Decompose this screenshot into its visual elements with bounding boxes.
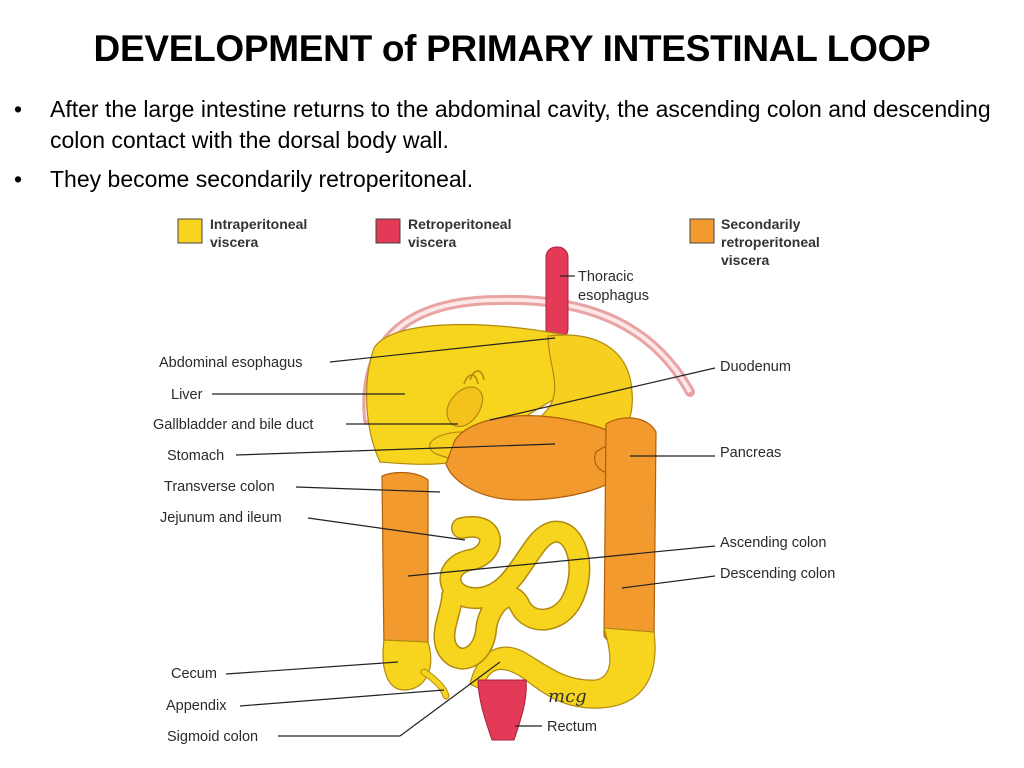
- label-thoracic-esophagus-2: esophagus: [578, 288, 649, 304]
- bullet-text: They become secondarily retroperitoneal.: [50, 166, 474, 192]
- legend: Intraperitoneal viscera Retroperitoneal …: [177, 216, 820, 268]
- bullet-item: • After the large intestine returns to t…: [14, 94, 1004, 156]
- label-thoracic-esophagus-1: Thoracic: [578, 269, 634, 285]
- label-ascending-colon: Ascending colon: [720, 535, 826, 551]
- label-pancreas: Pancreas: [720, 445, 781, 461]
- legend-secondarily-line3: viscera: [721, 252, 769, 268]
- bullet-item: • They become secondarily retroperitonea…: [14, 164, 1004, 195]
- artist-signature: mcg: [548, 686, 587, 707]
- bullet-marker: •: [14, 96, 23, 122]
- slide-title: DEVELOPMENT of PRIMARY INTESTINAL LOOP: [93, 28, 931, 69]
- legend-swatch-secondarily-retroperitoneal: [689, 218, 715, 244]
- label-abdominal-esophagus: Abdominal esophagus: [159, 355, 303, 371]
- legend-intraperitoneal-line1: Intraperitoneal: [210, 216, 307, 232]
- label-descending-colon: Descending colon: [720, 566, 835, 582]
- label-rectum: Rectum: [547, 719, 597, 735]
- legend-retroperitoneal-line2: viscera: [408, 234, 456, 250]
- legend-intraperitoneal-line2: viscera: [210, 234, 258, 250]
- label-jejunum-ileum: Jejunum and ileum: [160, 510, 282, 526]
- legend-secondarily-line1: Secondarily: [721, 216, 801, 232]
- legend-retroperitoneal-line1: Retroperitoneal: [408, 216, 511, 232]
- ascending-colon: [381, 471, 429, 661]
- bullet-list: • After the large intestine returns to t…: [14, 94, 1004, 195]
- jejunum-ileum: [433, 515, 591, 670]
- cecum: [382, 639, 432, 691]
- labels: Thoracic esophagus Abdominal esophagus L…: [153, 269, 835, 745]
- descending-colon: [603, 417, 657, 649]
- label-transverse-colon: Transverse colon: [164, 479, 275, 495]
- label-stomach: Stomach: [167, 448, 224, 464]
- label-cecum: Cecum: [171, 666, 217, 682]
- label-duodenum: Duodenum: [720, 359, 791, 375]
- rectum: [477, 679, 527, 741]
- legend-secondarily-line2: retroperitoneal: [721, 234, 820, 250]
- bullet-text: After the large intestine returns to the…: [50, 96, 991, 153]
- label-sigmoid-colon: Sigmoid colon: [167, 729, 258, 745]
- label-gallbladder: Gallbladder and bile duct: [153, 417, 313, 433]
- leader-lines: [212, 275, 716, 737]
- gallbladder: [446, 386, 484, 428]
- thoracic-esophagus: [545, 246, 569, 340]
- label-liver: Liver: [171, 387, 203, 403]
- bullet-marker: •: [14, 166, 23, 192]
- label-appendix: Appendix: [166, 698, 227, 714]
- legend-swatch-retroperitoneal: [375, 218, 401, 244]
- legend-swatch-intraperitoneal: [177, 218, 203, 244]
